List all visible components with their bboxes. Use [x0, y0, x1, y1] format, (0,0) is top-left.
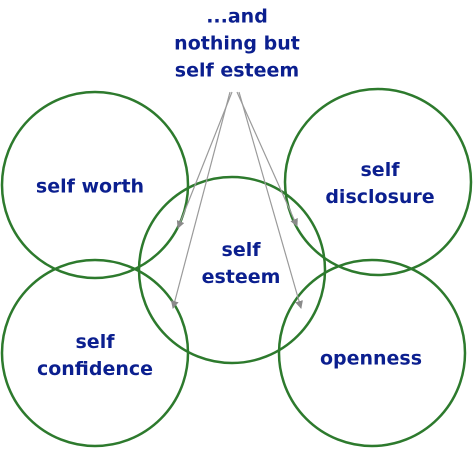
arrow-to-self-worth	[176, 91, 233, 229]
label-openness: openness	[320, 346, 422, 373]
label-self-esteem: self esteem	[202, 237, 281, 291]
self-worth-line-1: self worth	[35, 175, 145, 198]
arrow-to-self-confidence	[170, 91, 231, 309]
circle-self-worth	[0, 90, 190, 280]
title-line-2: nothing but	[174, 32, 300, 55]
self-disclosure-line-2: disclosure	[325, 186, 435, 208]
self-esteem-line-1: self	[221, 239, 261, 261]
label-self-disclosure: self disclosure	[325, 157, 434, 211]
diagram-title: ...and nothing but self esteem	[174, 4, 300, 85]
title-line-1: ...and	[206, 5, 268, 28]
self-confidence-line-2: confidence	[36, 358, 154, 380]
self-disclosure-line-1: self	[360, 159, 400, 181]
circle-openness	[277, 258, 467, 448]
circle-self-confidence	[0, 258, 190, 448]
arrow-to-openness	[238, 91, 303, 309]
label-self-worth: self worth	[36, 174, 144, 201]
label-self-confidence: self confidence	[37, 329, 153, 383]
arrow-to-self-disclosure	[236, 91, 298, 227]
self-confidence-line-1: self	[75, 331, 115, 353]
circle-self-disclosure	[283, 87, 473, 277]
title-line-3: self esteem	[174, 59, 300, 82]
self-esteem-line-2: esteem	[201, 266, 281, 288]
openness-line-1: openness	[319, 347, 423, 370]
